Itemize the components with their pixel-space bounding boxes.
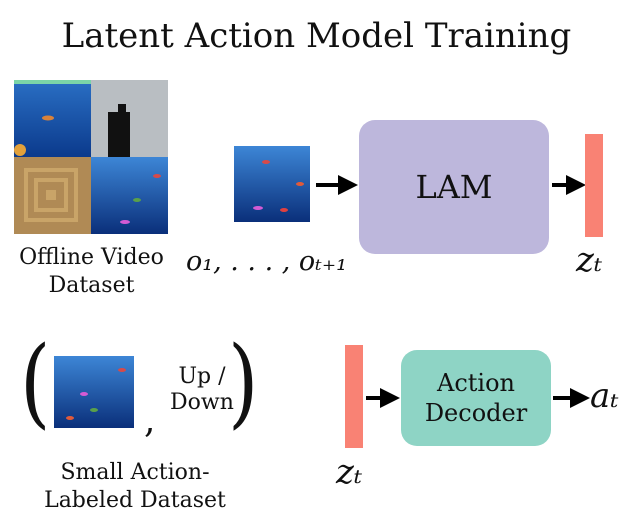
observation-frame [234,146,310,222]
small-dataset-caption: Small Action- Labeled Dataset [40,459,230,515]
dataset-collage [14,80,168,234]
caption-line: Dataset [48,273,135,298]
decoder-label-line: Decoder [424,399,528,427]
latent-label-top: zₜ [576,240,603,280]
caption-line: Labeled Dataset [44,488,226,513]
close-paren: ) [228,326,259,440]
caption-line: Offline Video [19,245,164,270]
action-label: Up / Down [160,364,244,416]
diagram-title: Latent Action Model Training [61,16,572,56]
lam-block: LAM [359,120,549,254]
open-paren: ( [20,326,51,440]
action-output-label: aₜ [590,376,619,416]
action-decoder-block: Action Decoder [401,350,551,446]
latent-action-bar-top [585,134,603,237]
action-label-line: Down [170,390,234,415]
latent-action-bar-bottom [345,345,363,448]
labeled-example-frame [54,356,134,428]
latent-label-bottom: zₜ [336,452,363,492]
comma: , [144,400,156,441]
offline-dataset-caption: Offline Video Dataset [0,244,183,300]
decoder-label-line: Action [437,369,515,397]
observation-sequence-label: o₁, . . . , oₜ₊₁ [186,246,347,277]
caption-line: Small Action- [60,460,210,485]
action-label-line: Up / [178,364,226,389]
